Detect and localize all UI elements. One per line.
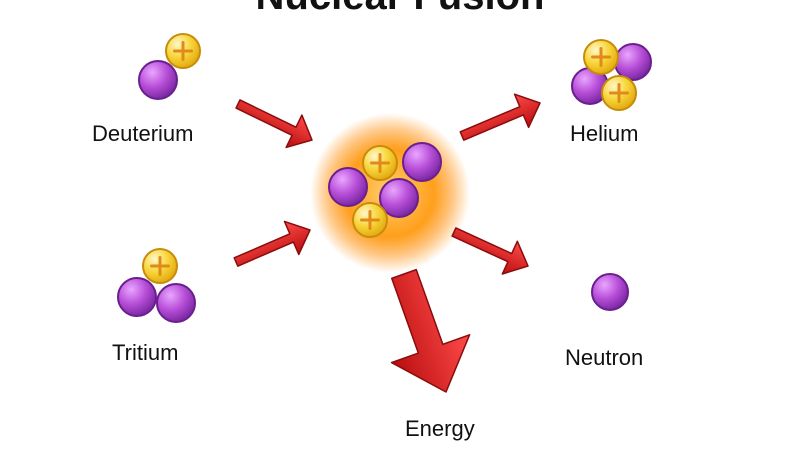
- label-deuterium: Deuterium: [92, 121, 194, 146]
- plus-icon: [360, 210, 380, 230]
- plus-icon: [150, 256, 170, 276]
- deuterium-neutron: [138, 60, 178, 100]
- center-proton-top: [362, 145, 398, 181]
- center-proton-bottom: [352, 202, 388, 238]
- diagram-title: Nuclear Fusion: [0, 0, 800, 16]
- arrow-tritium-to-center: [233, 220, 311, 267]
- plus-icon: [173, 41, 193, 61]
- label-energy: Energy: [405, 416, 475, 441]
- label-neutron: Neutron: [565, 345, 644, 370]
- tritium-neutron-right: [156, 283, 196, 323]
- plus-icon: [591, 47, 611, 67]
- label-tritium: Tritium: [112, 340, 179, 365]
- arrow-center-to-energy: [390, 268, 471, 393]
- arrow-center-to-neutron: [451, 227, 529, 275]
- product-neutron: [591, 273, 629, 311]
- deuterium-proton: [165, 33, 201, 69]
- arrow-center-to-helium: [459, 93, 541, 141]
- helium-proton-top: [583, 39, 619, 75]
- center-neutron-left: [328, 167, 368, 207]
- tritium-proton: [142, 248, 178, 284]
- helium-proton-bottom: [601, 75, 637, 111]
- label-helium: Helium: [570, 121, 639, 146]
- plus-icon: [609, 83, 629, 103]
- arrow-deuterium-to-center: [235, 99, 313, 149]
- tritium-neutron-left: [117, 277, 157, 317]
- center-neutron-right: [379, 178, 419, 218]
- helium-neutron-top: [614, 43, 652, 81]
- plus-icon: [370, 153, 390, 173]
- center-neutron-top: [402, 142, 442, 182]
